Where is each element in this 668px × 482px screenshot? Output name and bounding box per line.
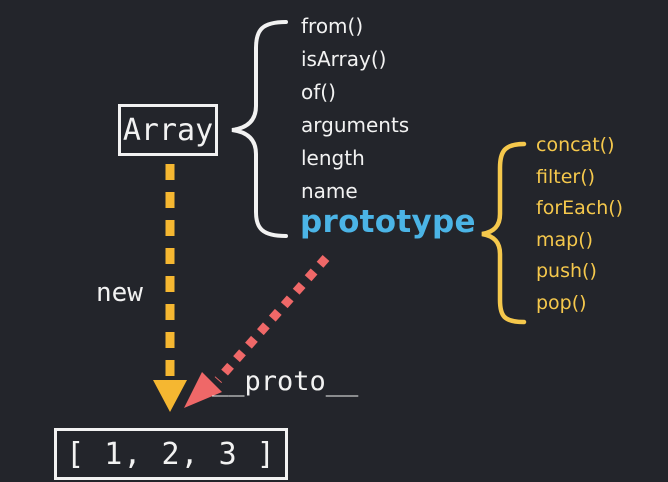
prototype-method-item: forEach() [536,197,624,219]
static-member-item: isArray() [301,47,387,71]
prototype-methods-brace [481,141,527,325]
static-members-brace [231,20,288,238]
new-arrow-head [153,380,187,412]
array-constructor-box: Array [118,104,218,156]
static-members-list: from() isArray() of() arguments length n… [301,10,409,208]
static-member-item: from() [301,14,364,38]
prototype-method-item: pop() [536,291,587,314]
static-member-item: length [301,146,365,170]
array-instance-box: [ 1, 2, 3 ] [54,428,288,480]
array-instance-label: [ 1, 2, 3 ] [66,436,276,472]
static-member-item: of() [301,80,336,104]
proto-arrow-head [184,372,222,408]
proto-arrow-line [214,255,330,383]
prototype-method-item: push() [536,260,597,282]
proto-link-label: __proto__ [212,366,359,397]
new-keyword-label: new [96,278,143,308]
prototype-methods-list: concat() filter() forEach() map() push()… [536,130,623,319]
prototype-label: prototype [300,204,476,240]
static-member-item: name [301,179,358,203]
prototype-method-item: filter() [536,165,596,188]
static-member-item: arguments [301,113,410,137]
prototype-method-item: map() [536,228,594,251]
array-constructor-label: Array [122,112,214,148]
prototype-method-item: concat() [536,134,615,156]
